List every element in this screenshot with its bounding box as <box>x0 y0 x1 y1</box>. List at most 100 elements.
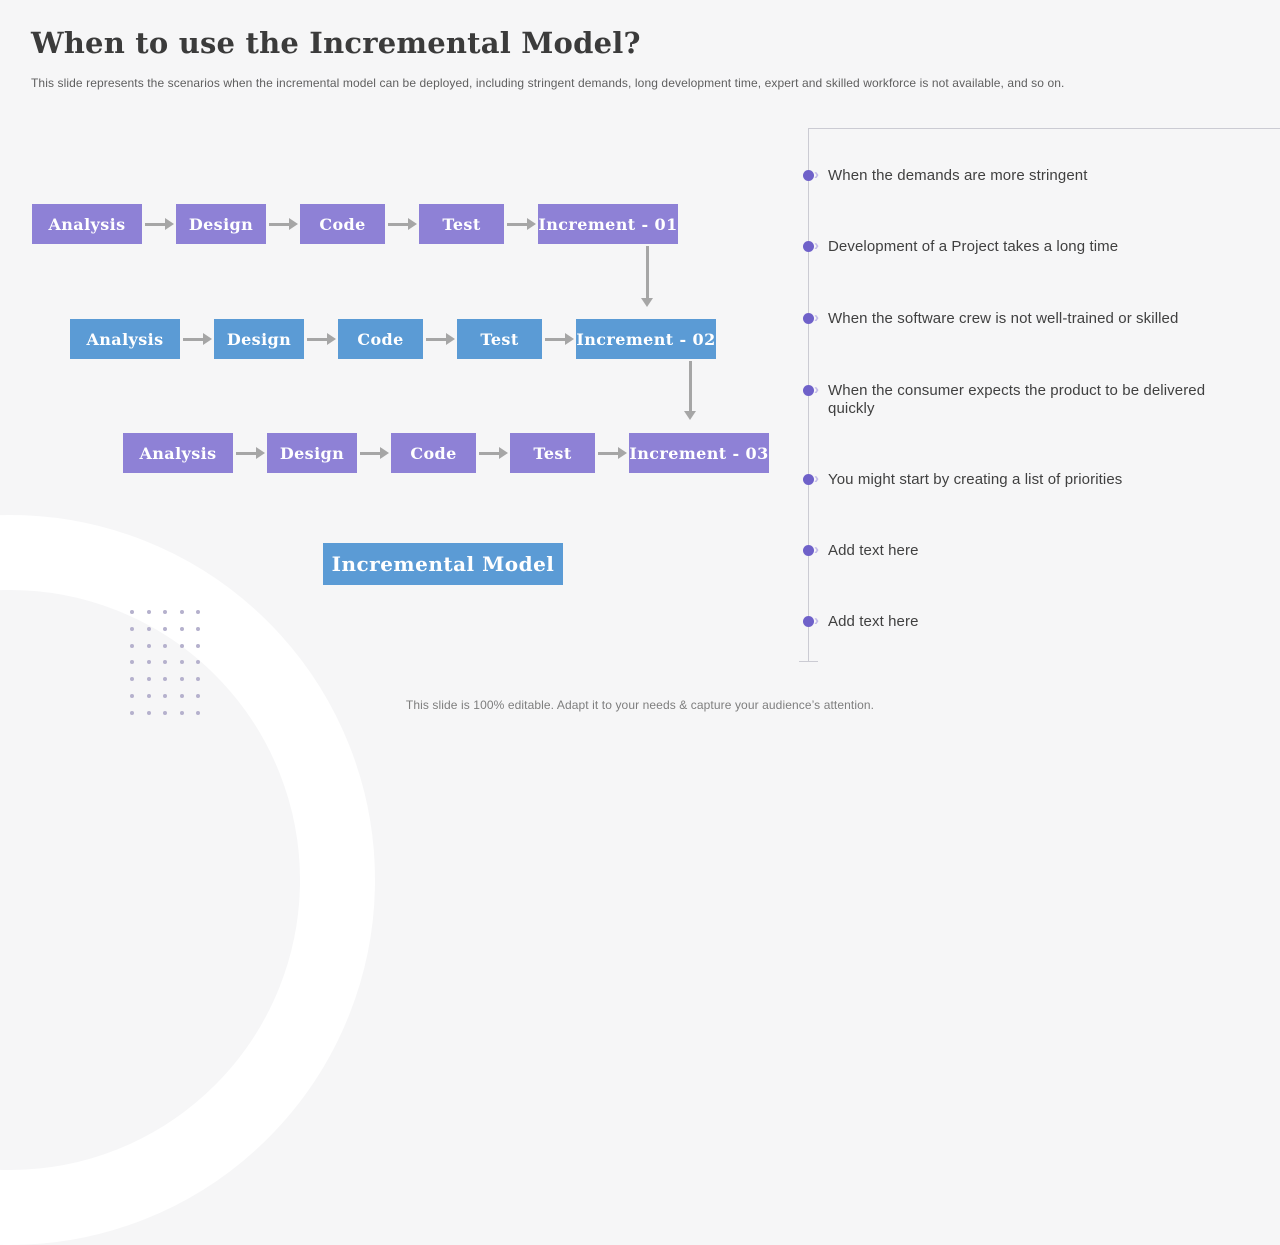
bullet-item[interactable]: › When the consumer expects the product t… <box>797 381 1220 418</box>
bullet-dot-icon <box>803 474 814 485</box>
decorative-dot <box>146 626 151 631</box>
bullet-dot-icon <box>803 616 814 627</box>
slide-subtitle[interactable]: This slide represents the scenarios when… <box>31 76 1065 90</box>
flow-row-2: Analysis Design Code Test Increment - 02 <box>70 319 716 359</box>
step-box-design[interactable]: Design <box>214 319 304 359</box>
decorative-dot <box>179 643 184 648</box>
bullet-item-placeholder[interactable]: › Add text here <box>797 541 1220 560</box>
arrow-right-icon <box>180 319 214 359</box>
bullet-chevron-icon: › <box>814 166 820 183</box>
slide-canvas: { "slide": { "title": "When to use the I… <box>0 26 1280 1245</box>
bullet-text: Development of a Project takes a long ti… <box>828 238 1119 255</box>
arrow-right-icon <box>595 433 629 473</box>
decorative-dot <box>196 626 200 631</box>
decorative-dot <box>163 677 167 682</box>
bullet-text: When the software crew is not well-train… <box>828 310 1179 327</box>
step-box-analysis[interactable]: Analysis <box>32 204 142 244</box>
step-box-code[interactable]: Code <box>391 433 476 473</box>
arrow-right-icon <box>142 204 176 244</box>
bullet-text: Add text here <box>828 613 919 630</box>
arrow-right-icon <box>476 433 510 473</box>
bullet-chevron-icon: › <box>814 612 820 629</box>
bullet-dot-icon <box>803 170 814 181</box>
bullet-item-placeholder[interactable]: › Add text here <box>797 612 1220 631</box>
decorative-dot <box>163 660 167 665</box>
decorative-dot <box>196 694 200 698</box>
decorative-dot <box>196 677 200 682</box>
bullet-text: Add text here <box>828 542 919 559</box>
decorative-dot <box>163 710 167 715</box>
decorative-dot <box>130 660 134 665</box>
bullet-dot-icon <box>803 545 814 556</box>
decorative-dot <box>146 643 151 648</box>
decorative-dot <box>179 660 184 665</box>
step-box-test[interactable]: Test <box>419 204 504 244</box>
panel-bottom-tick <box>799 661 818 662</box>
arrow-right-icon <box>233 433 267 473</box>
decorative-dot <box>163 626 167 631</box>
decorative-dot <box>196 710 200 715</box>
decorative-dot <box>130 677 134 682</box>
flow-row-3: Analysis Design Code Test Increment - 03 <box>123 433 769 473</box>
step-box-code[interactable]: Code <box>338 319 423 359</box>
decorative-dot <box>146 610 151 614</box>
step-box-design[interactable]: Design <box>267 433 357 473</box>
decorative-dot <box>146 694 151 698</box>
step-box-code[interactable]: Code <box>300 204 385 244</box>
arrow-right-icon <box>504 204 538 244</box>
bullet-item[interactable]: › When the software crew is not well-trai… <box>797 309 1220 328</box>
arrow-right-icon <box>357 433 391 473</box>
editable-note[interactable]: This slide is 100% editable. Adapt it to… <box>405 698 875 712</box>
arrow-right-icon <box>304 319 338 359</box>
decorative-dot <box>196 610 200 614</box>
decorative-dot <box>179 677 184 682</box>
bullet-text: When the demands are more stringent <box>828 167 1088 184</box>
decorative-dot <box>179 710 184 715</box>
bullet-item[interactable]: › When the demands are more stringent <box>797 166 1220 185</box>
bullet-chevron-icon: › <box>814 309 820 326</box>
bullet-chevron-icon: › <box>814 237 820 254</box>
decorative-dot <box>130 626 134 631</box>
page-title[interactable]: When to use the Incremental Model? <box>31 26 641 60</box>
bullet-item[interactable]: › Development of a Project takes a long t… <box>797 237 1220 256</box>
step-box-analysis[interactable]: Analysis <box>123 433 233 473</box>
decorative-dot <box>146 710 151 715</box>
decorative-dot <box>146 660 151 665</box>
arrow-right-icon <box>542 319 576 359</box>
bullet-chevron-icon: › <box>814 381 820 398</box>
decorative-dot <box>130 610 134 614</box>
step-box-design[interactable]: Design <box>176 204 266 244</box>
decorative-dot <box>130 710 134 715</box>
increment-03-box[interactable]: Increment - 03 <box>629 433 769 473</box>
flow-row-1: Analysis Design Code Test Increment - 01 <box>32 204 678 244</box>
decorative-dot <box>179 626 184 631</box>
decorative-dot <box>196 643 200 648</box>
bullet-item[interactable]: › You might start by creating a list of p… <box>797 470 1220 489</box>
increment-02-box[interactable]: Increment - 02 <box>576 319 716 359</box>
decorative-dot <box>130 694 134 698</box>
step-box-test[interactable]: Test <box>510 433 595 473</box>
bullet-text: When the consumer expects the product to… <box>828 382 1206 417</box>
bullet-dot-icon <box>803 241 814 252</box>
step-box-test[interactable]: Test <box>457 319 542 359</box>
arrow-right-icon <box>423 319 457 359</box>
decorative-ring <box>0 515 375 1245</box>
step-box-analysis[interactable]: Analysis <box>70 319 180 359</box>
decorative-dot <box>179 694 184 698</box>
bullet-dot-icon <box>803 385 814 396</box>
decorative-dot <box>179 610 184 614</box>
bullet-text: You might start by creating a list of pr… <box>828 471 1123 488</box>
incremental-model-caption-box[interactable]: Incremental Model <box>323 543 563 585</box>
bullet-dot-icon <box>803 313 814 324</box>
arrow-right-icon <box>266 204 300 244</box>
decorative-dot <box>146 677 151 682</box>
decorative-dot <box>163 694 167 698</box>
arrow-right-icon <box>385 204 419 244</box>
decorative-dot <box>196 660 200 665</box>
increment-01-box[interactable]: Increment - 01 <box>538 204 678 244</box>
decorative-dot <box>130 643 134 648</box>
decorative-dot <box>163 643 167 648</box>
bullet-chevron-icon: › <box>814 470 820 487</box>
bullet-chevron-icon: › <box>814 541 820 558</box>
panel-top-divider <box>808 128 1280 129</box>
